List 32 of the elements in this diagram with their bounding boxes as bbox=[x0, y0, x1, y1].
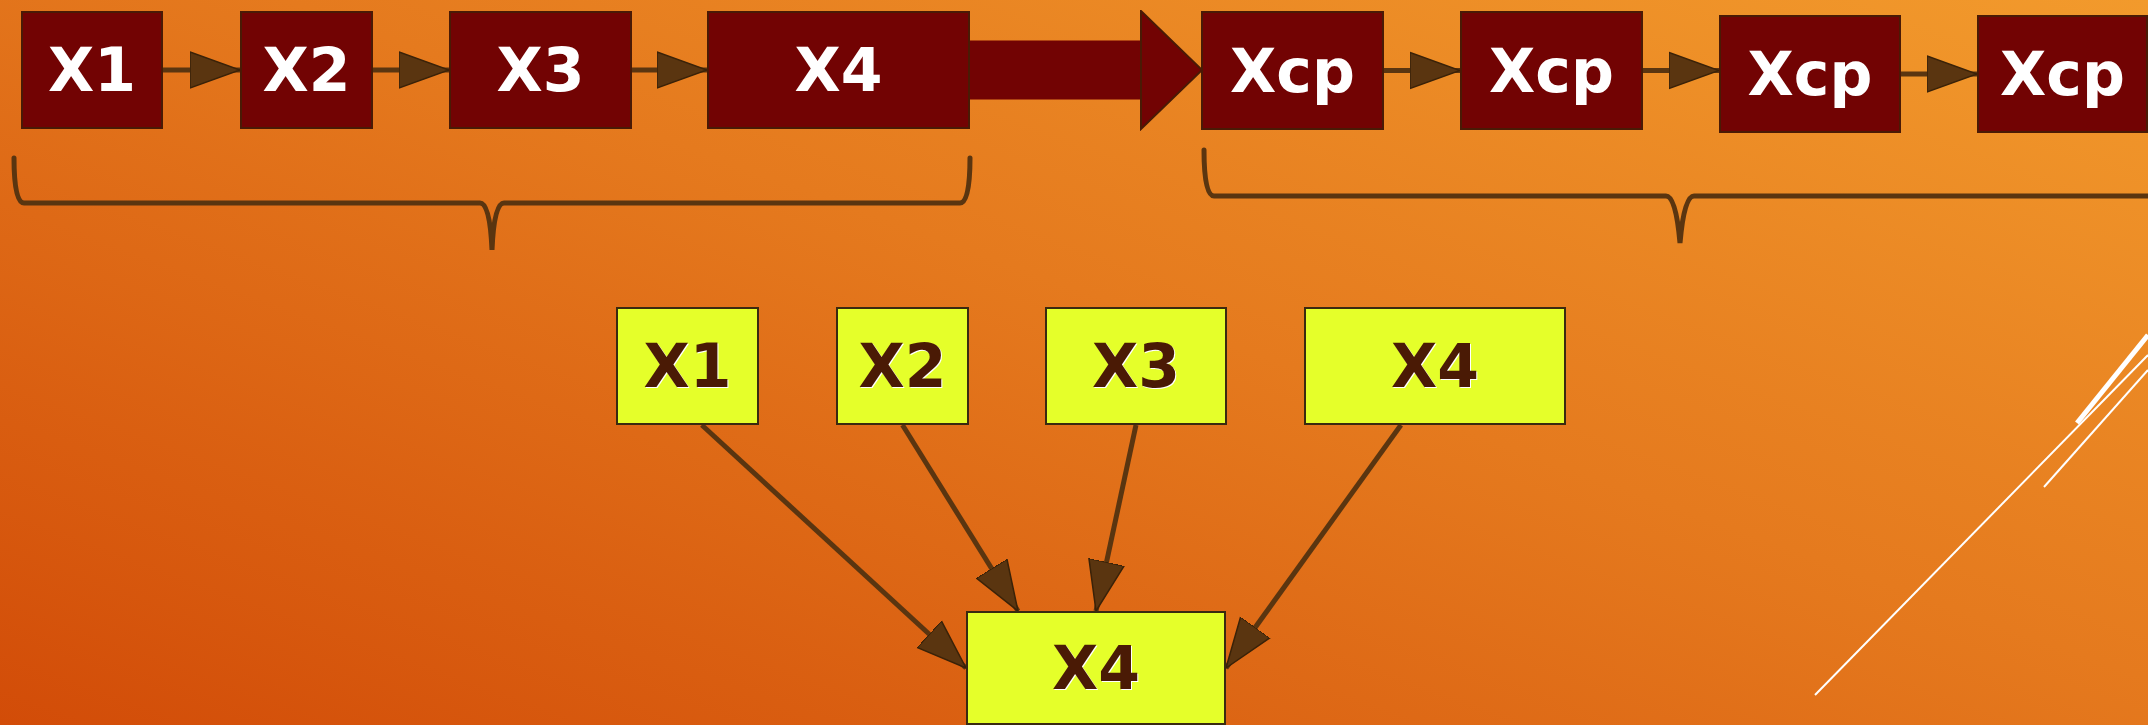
arrow bbox=[700, 423, 968, 670]
box-label: X3 bbox=[1092, 336, 1180, 396]
arrow bbox=[1088, 424, 1139, 612]
arrow bbox=[163, 51, 241, 89]
box-label: X4 bbox=[794, 40, 883, 100]
box-label: X2 bbox=[858, 336, 947, 396]
box-label: X4 bbox=[1052, 638, 1140, 698]
process-box bbox=[836, 307, 969, 425]
process-box bbox=[449, 11, 632, 129]
process-box bbox=[1460, 11, 1643, 130]
block-arrow bbox=[970, 10, 1203, 130]
process-box bbox=[966, 611, 1226, 725]
process-box bbox=[1304, 307, 1566, 425]
box-label: X2 bbox=[262, 40, 351, 100]
arrow bbox=[632, 51, 708, 89]
process-box bbox=[1045, 307, 1227, 425]
arrow bbox=[900, 423, 1021, 613]
process-box bbox=[240, 11, 373, 129]
process-box bbox=[1201, 11, 1384, 130]
arrow bbox=[373, 51, 450, 89]
process-box bbox=[1719, 15, 1901, 133]
process-box bbox=[21, 11, 163, 129]
box-label: X1 bbox=[643, 336, 732, 396]
arrow bbox=[1901, 55, 1978, 93]
process-box bbox=[616, 307, 759, 425]
arrow bbox=[1384, 51, 1461, 90]
box-label: X1 bbox=[48, 40, 136, 100]
box-label: X4 bbox=[1391, 336, 1479, 396]
arrow bbox=[1643, 51, 1720, 90]
process-box bbox=[707, 11, 970, 129]
process-box bbox=[1977, 15, 2148, 133]
box-label: X3 bbox=[496, 40, 585, 100]
